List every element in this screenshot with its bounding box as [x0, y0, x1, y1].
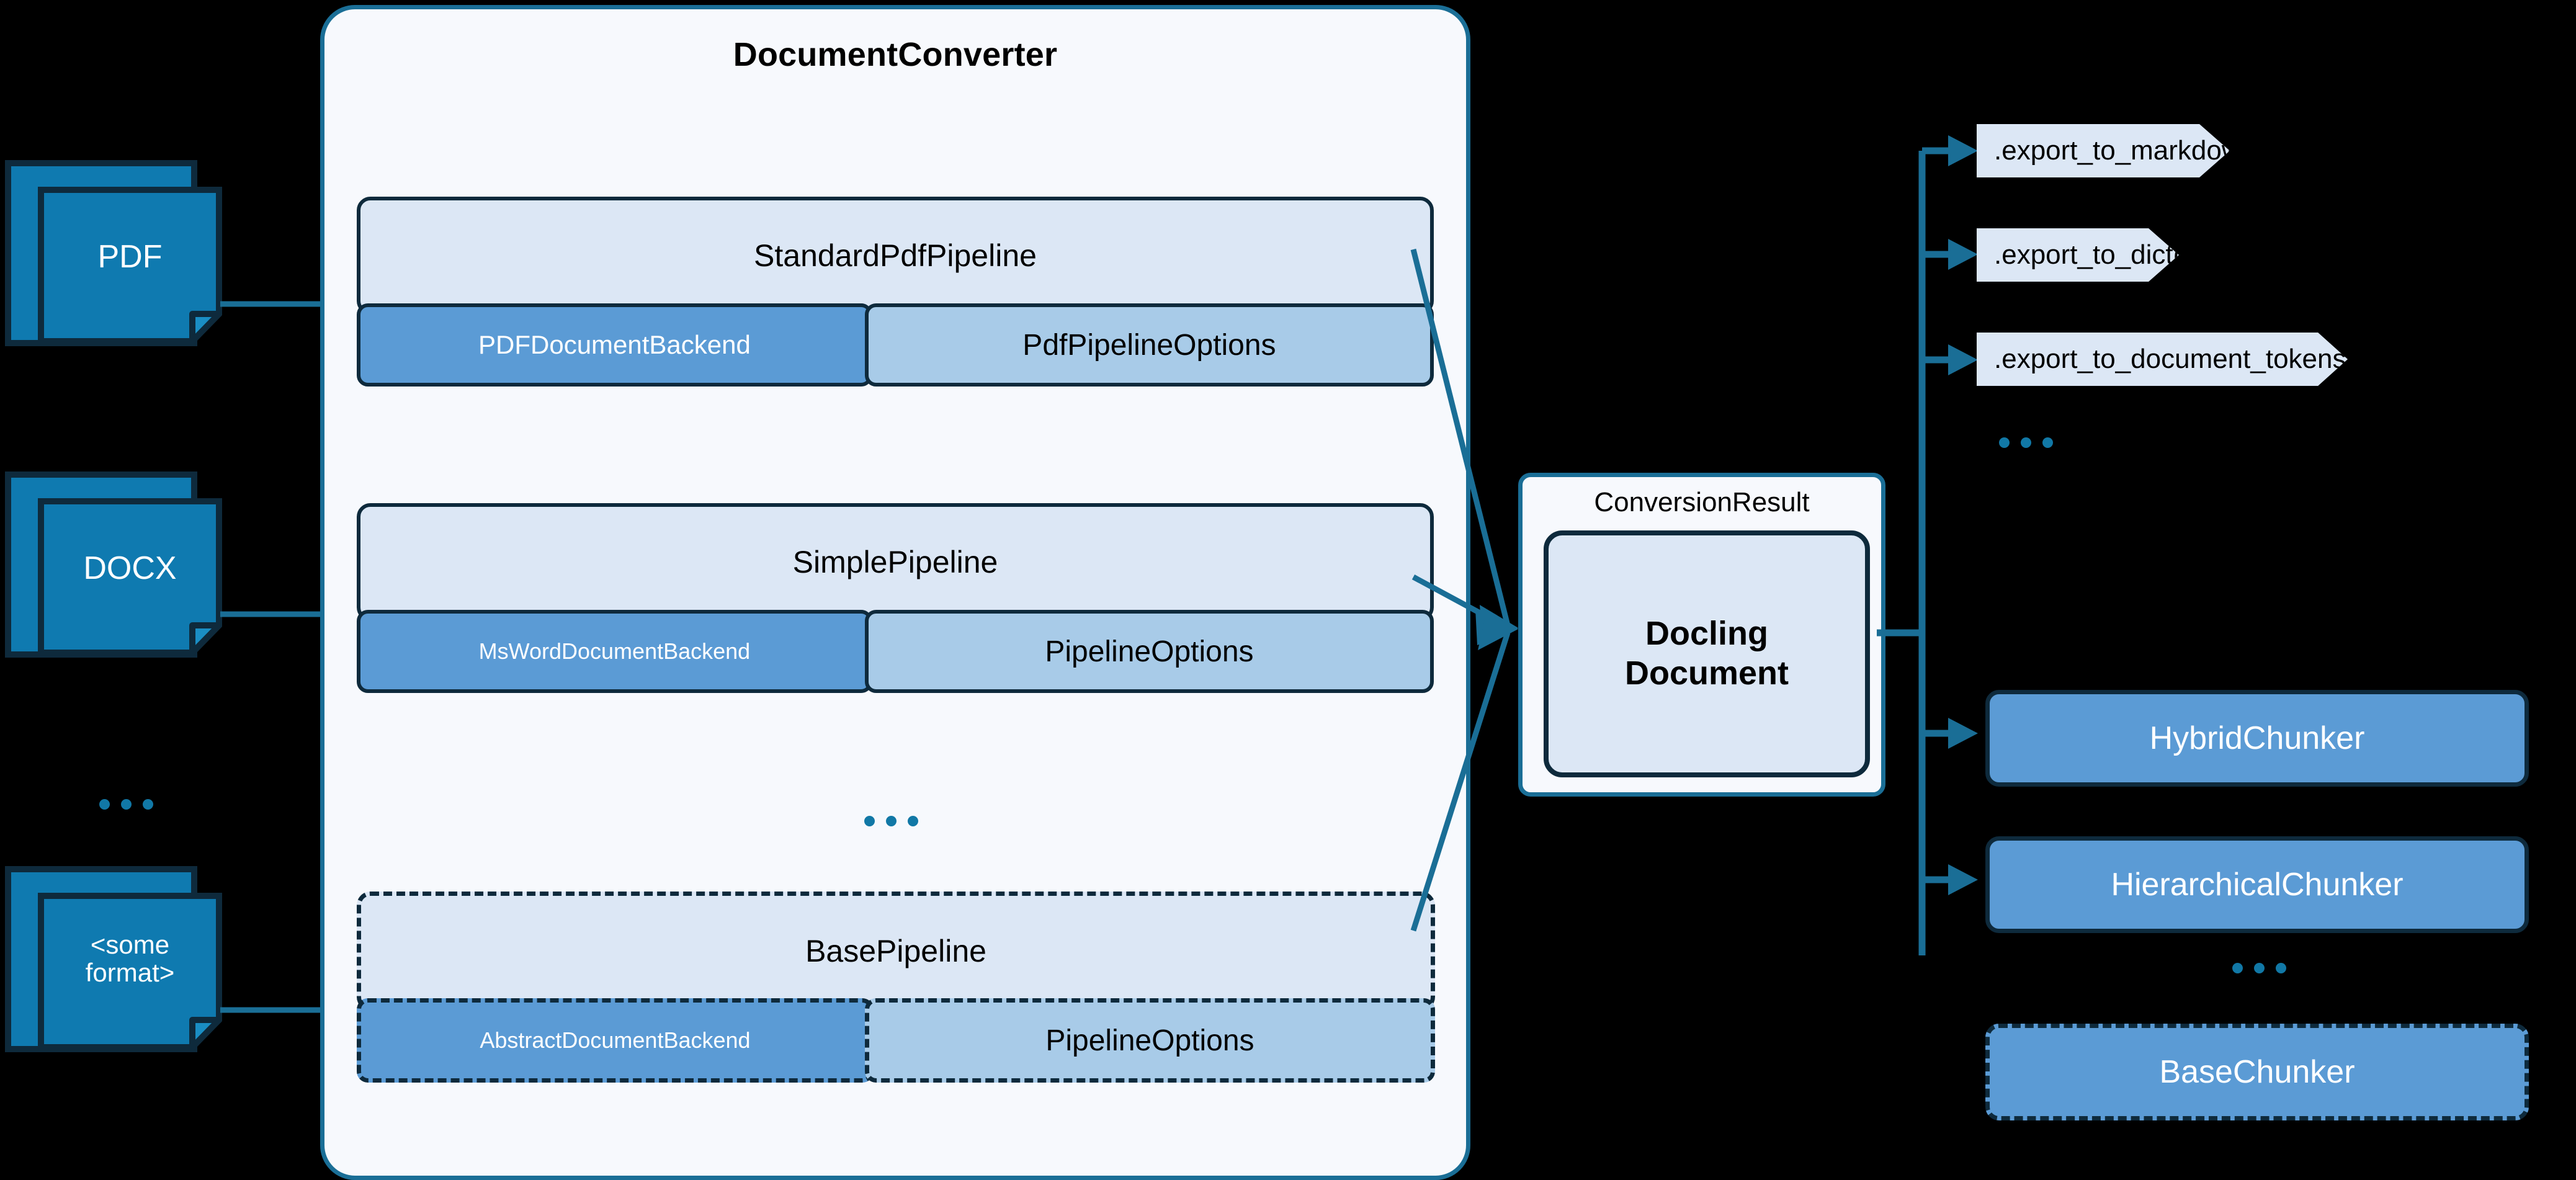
- conversion-result-title: ConversionResult: [1594, 487, 1810, 517]
- page-title: DocumentConverter: [733, 36, 1058, 73]
- document-converter-panel: DocumentConverter StandardPdfPipeline PD…: [320, 5, 1470, 1180]
- backend-msword-document-backend[interactable]: MsWordDocumentBackend: [357, 610, 872, 693]
- export-method-document-tokens[interactable]: .export_to_document_tokens(): [1977, 333, 2348, 386]
- export-method-markdown[interactable]: .export_to_markdown(): [1977, 124, 2230, 177]
- pipeline-base-header[interactable]: BasePipeline: [357, 892, 1435, 1011]
- pipeline-group-standard-pdf[interactable]: StandardPdfPipeline PDFDocumentBackend P…: [357, 197, 1434, 387]
- export-method-dict[interactable]: .export_to_dict(): [1977, 228, 2179, 282]
- conversion-result-panel: ConversionResult Docling Document: [1518, 473, 1885, 797]
- docling-document-box[interactable]: Docling Document: [1544, 530, 1870, 777]
- docling-document-line-1: Docling: [1645, 615, 1768, 653]
- pipeline-group-simple[interactable]: SimplePipeline MsWordDocumentBackend Pip…: [357, 503, 1434, 693]
- options-pipeline-options-simple[interactable]: PipelineOptions: [864, 610, 1434, 693]
- pipeline-standard-pdf-header[interactable]: StandardPdfPipeline: [357, 197, 1434, 315]
- exports-ellipsis: [1999, 437, 2053, 448]
- docling-document-line-2: Document: [1624, 655, 1789, 692]
- backend-abstract-document-backend[interactable]: AbstractDocumentBackend: [357, 998, 874, 1083]
- options-pdf-pipeline-options[interactable]: PdfPipelineOptions: [864, 303, 1434, 387]
- pipeline-group-base[interactable]: BasePipeline AbstractDocumentBackend Pip…: [357, 892, 1435, 1083]
- backend-pdf-document-backend[interactable]: PDFDocumentBackend: [357, 303, 872, 387]
- pipelines-ellipsis: [864, 816, 918, 826]
- chunker-hierarchical[interactable]: HierarchicalChunker: [1985, 836, 2529, 933]
- options-pipeline-options-base[interactable]: PipelineOptions: [864, 998, 1435, 1083]
- chunker-hybrid[interactable]: HybridChunker: [1985, 690, 2529, 787]
- input-documents-ellipsis: [99, 799, 153, 810]
- chunker-base[interactable]: BaseChunker: [1985, 1024, 2529, 1120]
- chunkers-ellipsis: [2232, 963, 2286, 973]
